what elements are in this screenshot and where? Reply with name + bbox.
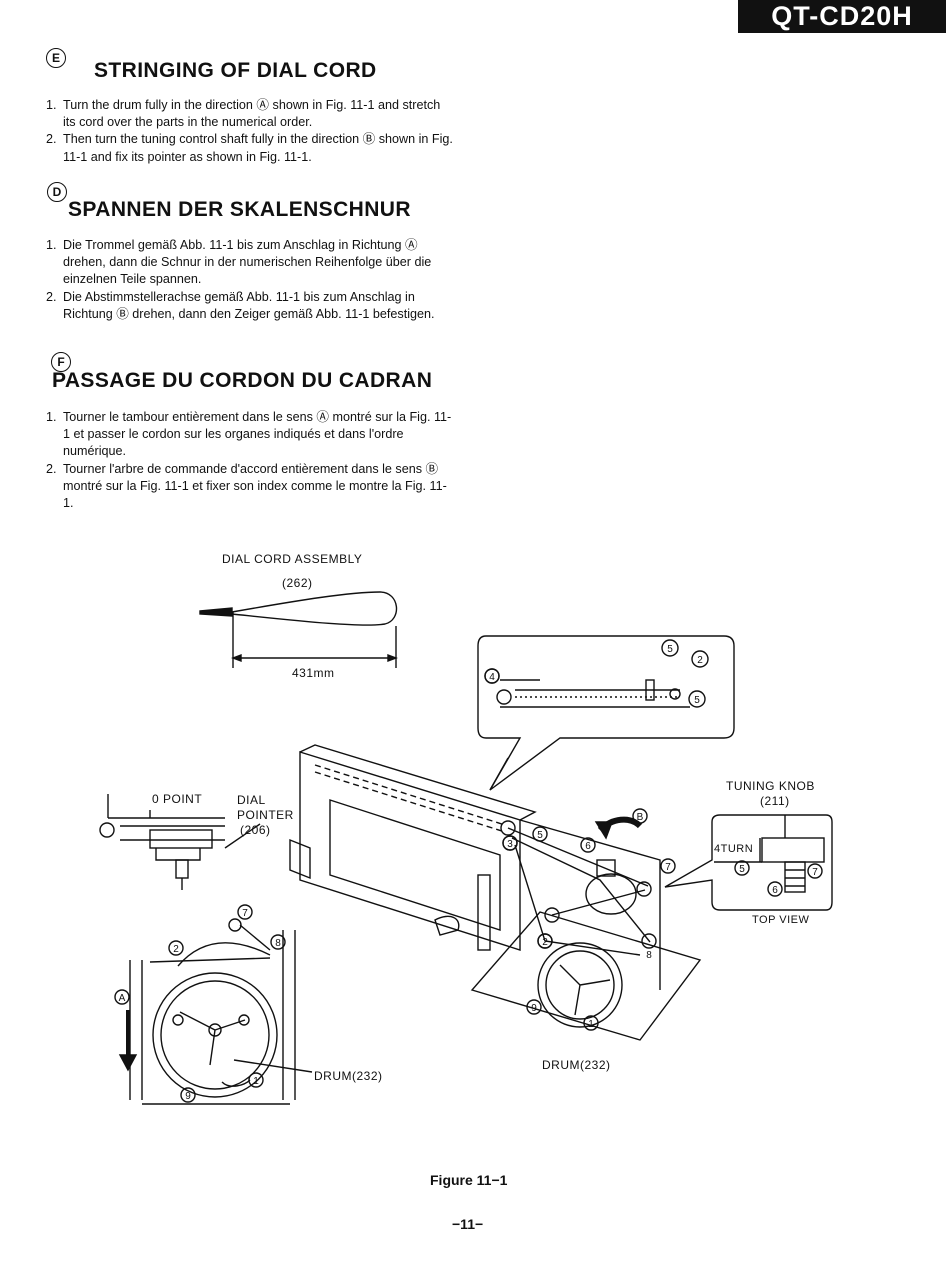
dial-pointer-label-2: POINTER [237,808,294,822]
section-heading-english: STRINGING OF DIAL CORD [94,59,377,82]
tuning-knob-ref: (211) [760,794,790,808]
step-item: 1.Turn the drum fully in the direction Ⓐ… [46,98,441,130]
section-mark-f: F [51,352,71,372]
marker-number: 5 [739,864,745,875]
page-number: −11− [452,1216,484,1232]
marker-number: 3 [507,839,513,850]
step-item: 2.Die Abstimmstellerachse gemäß Abb. 11-… [46,289,435,321]
marker-number: 1 [588,1019,594,1030]
zero-point-label: 0 POINT [152,792,203,806]
section-heading-german: SPANNEN DER SKALENSCHNUR [68,198,411,221]
number-markers: 4 5 2 5 5 6 7 3 2 8 9 1 2 7 8 1 [114,644,823,1103]
marker-number: 9 [531,1003,537,1014]
dial-pointer-ref: (206) [240,823,271,837]
section-mark-d: D [47,182,67,202]
chassis-assembly [289,744,702,1041]
turn-label: 4TURN [714,843,754,855]
step-item: 1.Tourner le tambour entièrement dans le… [46,410,452,459]
marker-number: 7 [812,867,818,878]
drum-label-left: DRUM(232) [314,1069,383,1083]
direction-b-marker: B [637,812,644,823]
tuning-knob-top-view [664,814,833,911]
dial-cord-loop [199,591,398,668]
marker-number: 2 [173,944,179,955]
step-item: 2.Tourner l'arbre de commande d'accord e… [46,461,447,511]
marker-number: 2 [542,937,548,948]
marker-number: 7 [665,862,671,873]
dial-pointer-label-1: DIAL [237,793,266,807]
steps-german: 1.Die Trommel gemäß Abb. 11-1 bis zum An… [46,237,450,323]
figure-caption: Figure 11−1 [430,1172,508,1188]
direction-a-marker: A [119,993,126,1004]
marker-number: 1 [253,1076,259,1087]
marker-number: 7 [242,908,248,919]
marker-number: 5 [667,644,673,655]
marker-number: 2 [697,655,703,666]
step-item: 1.Die Trommel gemäß Abb. 11-1 bis zum An… [46,238,432,287]
drum-detail-left [118,918,313,1105]
cord-length-label: 431mm [292,666,335,680]
dial-pointer-detail [99,794,261,890]
step-item: 2.Then turn the tuning control shaft ful… [46,132,453,164]
marker-number: 8 [275,938,281,949]
cord-assembly-title: DIAL CORD ASSEMBLY [222,552,363,566]
drum-label-right: DRUM(232) [542,1058,611,1072]
cord-detail-callout [477,635,735,791]
tuning-knob-label: TUNING KNOB [726,779,815,793]
top-view-label: TOP VIEW [752,914,810,926]
marker-number: 9 [185,1091,191,1102]
marker-number: 6 [585,841,591,852]
steps-english: 1.Turn the drum fully in the direction Ⓐ… [46,97,454,166]
steps-french: 1.Tourner le tambour entièrement dans le… [46,409,454,512]
model-number-tag: QT-CD20H [738,0,946,33]
section-mark-e: E [46,48,66,68]
marker-number: 8 [646,950,652,961]
cord-assembly-ref: (262) [282,576,313,590]
marker-number: 5 [694,695,700,706]
section-heading-french: PASSAGE DU CORDON DU CADRAN [52,369,433,392]
marker-number: 5 [537,830,543,841]
marker-number: 4 [489,672,495,683]
marker-number: 6 [772,885,778,896]
